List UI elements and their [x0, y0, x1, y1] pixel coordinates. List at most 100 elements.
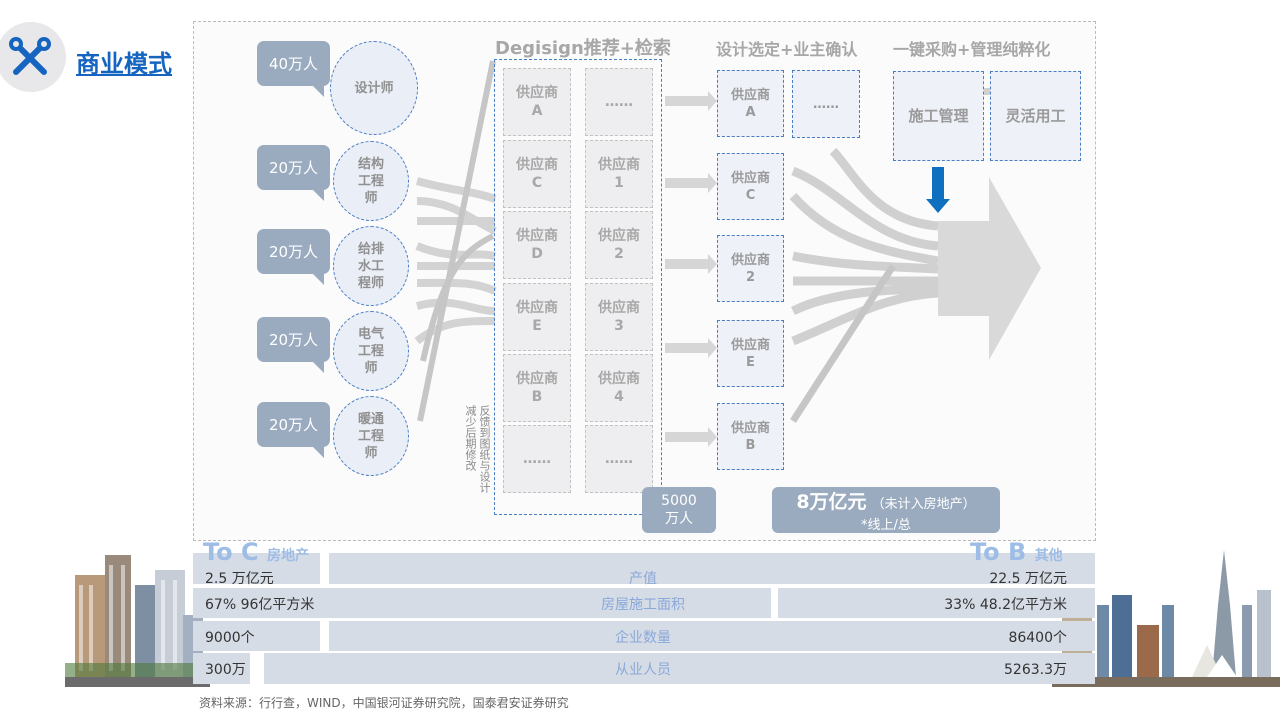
supplier-cell-text: 供应商 D	[516, 227, 558, 263]
supplier-cell-id: D	[531, 246, 543, 262]
role-count: 40万人	[268, 55, 319, 73]
supplier-cell-text: ……	[605, 450, 633, 468]
to-c-title: To C 房地产	[203, 538, 309, 566]
supplier-cell-id: A	[531, 103, 543, 119]
role-count-bubble: 20万人	[257, 402, 330, 458]
flow-lines	[414, 60, 1041, 447]
table-row-bar	[193, 653, 250, 684]
supplier-cell-name: 供应商	[516, 157, 558, 173]
feedback-line-1: 反馈到图纸与设计	[478, 405, 491, 493]
bubble-tail	[312, 85, 324, 97]
table-left-value: 2.5 万亿元	[205, 571, 274, 587]
table-row-bar	[329, 553, 1095, 584]
bubble-tail	[312, 273, 324, 285]
selected-supplier-name: 供应商	[730, 337, 770, 353]
selected-supplier-id: A	[745, 104, 756, 120]
supplier-cell-name: 供应商	[516, 228, 558, 244]
supplier-cell-id: B	[531, 389, 543, 405]
role-count-bubble: 20万人	[257, 229, 330, 285]
supplier-cell-name: ……	[605, 451, 633, 467]
supplier-cell-text: 供应商 B	[516, 370, 558, 406]
selected-supplier-name: 供应商	[730, 420, 770, 436]
market-sub: *线上/总	[861, 518, 911, 533]
table-row-bar	[193, 621, 320, 651]
bubble-tail	[312, 189, 324, 201]
supplier-cell-id: 3	[614, 318, 624, 334]
selected-supplier-name: 供应商	[730, 170, 770, 186]
supplier-cell: ……	[585, 68, 653, 136]
supplier-cell-text: ……	[605, 93, 633, 111]
selected-extra-box: ……	[792, 70, 860, 138]
table-right-value: 22.5 万亿元	[989, 571, 1067, 587]
supplier-cell-id: 2	[614, 246, 624, 262]
market-note: （未计入房地产）	[871, 497, 976, 512]
selected-supplier-name: 供应商	[730, 252, 770, 268]
role-circle: 结构工程师	[333, 141, 409, 221]
purchase-box-labor: 灵活用工	[990, 71, 1081, 161]
buildings-right-illustration	[1052, 550, 1280, 687]
supplier-cell: 供应商 C	[503, 140, 571, 208]
selected-supplier-id: E	[746, 354, 755, 370]
selected-supplier-name: 供应商	[730, 87, 770, 103]
header-degisign: Degisign推荐+检索	[495, 38, 671, 59]
market-value: 8万亿元	[796, 491, 867, 513]
role-name: 设计师	[354, 80, 393, 97]
role-name: 暖通工程师	[358, 411, 384, 462]
role-circle: 暖通工程师	[333, 396, 409, 476]
table-row-bar	[193, 553, 320, 584]
header-select: 设计选定+业主确认	[716, 40, 858, 59]
supplier-cell-id: 4	[614, 389, 624, 405]
role-circle: 给排水工程师	[333, 226, 409, 306]
role-count-bubble: 40万人	[257, 41, 330, 97]
role-name-line: 电气	[357, 326, 384, 342]
supplier-cell: 供应商 B	[503, 354, 571, 422]
table-row-bar	[264, 653, 1095, 684]
supplier-cell-id: 1	[614, 175, 624, 191]
role-count-bubble: 20万人	[257, 317, 330, 373]
role-circle: 设计师	[330, 41, 418, 135]
table-left-value: 67% 96亿平方米	[205, 597, 315, 613]
supplier-cell-text: ……	[523, 450, 551, 468]
table-row-label: 房屋施工面积	[601, 597, 685, 613]
to-b-sub: 其他	[1034, 548, 1063, 564]
table-left-value: 300万	[205, 662, 246, 678]
supplier-count-unit: 万人	[665, 511, 693, 527]
role-name-line: 设计师	[354, 80, 394, 96]
feedback-text: 反馈到图纸与设计 减少后期修改	[463, 405, 491, 493]
supplier-cell-name: 供应商	[516, 371, 558, 387]
table-right-value: 5263.3万	[1004, 662, 1067, 678]
selected-supplier-id: B	[745, 437, 756, 453]
to-b-label: To B	[970, 538, 1027, 566]
source-note: 资料来源：行行查，WIND，中国银河证券研究院，国泰君安证券研究	[199, 696, 569, 710]
supplier-cell: 供应商 4	[585, 354, 653, 422]
buildings-left-illustration	[65, 555, 210, 687]
table-right-value: 33% 48.2亿平方米	[944, 597, 1067, 613]
table-row-bar	[778, 588, 1095, 618]
role-name: 电气工程师	[358, 326, 384, 377]
role-name-line: 结构	[357, 156, 384, 172]
wrench-screwdriver-icon	[9, 37, 51, 75]
supplier-cell: ……	[585, 425, 653, 493]
role-name: 给排水工程师	[358, 241, 384, 292]
selected-supplier-id: C	[745, 187, 756, 203]
to-c-sub: 房地产	[267, 548, 309, 564]
supplier-cell-name: 供应商	[598, 300, 640, 316]
supplier-cell: ……	[503, 425, 571, 493]
supplier-cell-name: ……	[605, 94, 633, 110]
purchase-box-construction: 施工管理	[893, 71, 984, 161]
supplier-cell-name: 供应商	[516, 85, 558, 101]
selected-supplier-id: 2	[745, 269, 756, 285]
supplier-cell-text: 供应商 4	[598, 370, 640, 406]
supplier-cell-id: C	[531, 175, 543, 191]
supplier-cell-name: 供应商	[598, 371, 640, 387]
feedback-line-2: 减少后期修改	[464, 405, 477, 471]
header-purchase: 一键采购+管理纯粹化	[893, 40, 1051, 59]
